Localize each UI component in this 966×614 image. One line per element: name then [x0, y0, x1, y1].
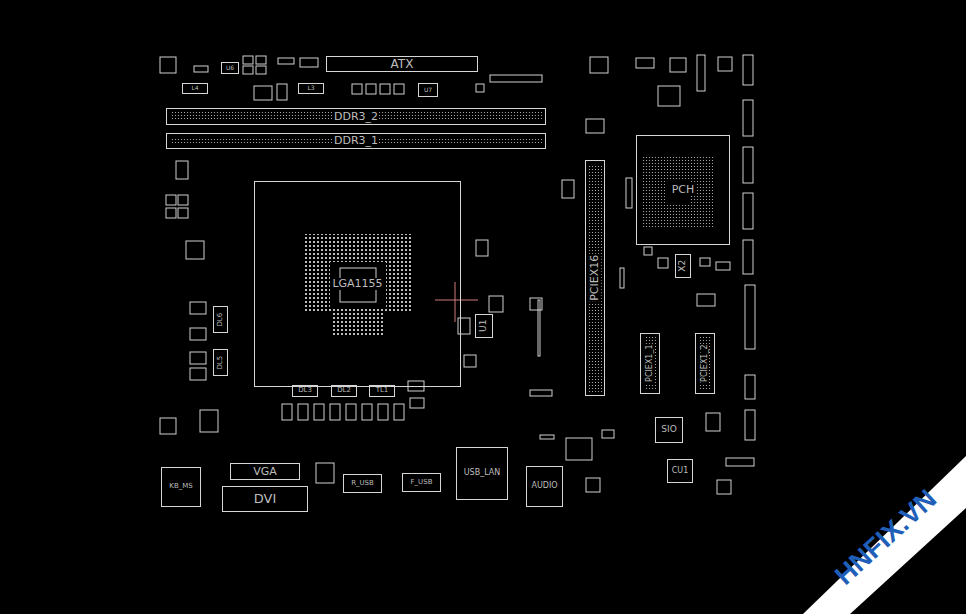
part-label: L3 [306, 85, 315, 91]
component-outline: U6 [221, 62, 239, 74]
component-outline: DL3 [292, 385, 318, 397]
part-label: U1 [479, 319, 488, 333]
part-label: U7 [423, 87, 433, 93]
part-label: DDR3_1 [333, 135, 379, 147]
component-outline: U1 [475, 314, 493, 338]
component-outline: VGA [230, 463, 300, 480]
part-label: USB_LAN [463, 469, 502, 477]
component-outline: L3 [298, 83, 324, 94]
component-outline: SIO [655, 417, 683, 443]
part-label: DL3 [297, 387, 313, 394]
component-outline: ATX [326, 56, 478, 72]
part-label: VGA [252, 466, 278, 478]
part-label: SIO [660, 425, 677, 434]
part-label: TL1 [375, 387, 390, 394]
part-label: KB_MS [168, 483, 193, 490]
component-outline: PCIEX1_2 [695, 333, 715, 394]
part-label: DL5 [217, 355, 224, 371]
part-label: PCIEX1_1 [646, 344, 654, 383]
component-outline: DDR3_1 [166, 133, 546, 149]
component-outline: DL5 [213, 349, 228, 376]
part-label: DVI [253, 492, 278, 506]
component-outline: LGA1155 [254, 181, 461, 387]
part-label: CU1 [671, 467, 690, 475]
part-label: DL2 [336, 387, 352, 394]
component-outline: DL6 [213, 306, 228, 333]
part-label: DL6 [217, 312, 224, 328]
component-outline: X2 [675, 254, 691, 278]
component-outline: DDR3_2 [166, 108, 546, 125]
component-outline: F_USB [402, 473, 441, 492]
part-label: DDR3_2 [333, 111, 379, 123]
part-label: PCH [671, 184, 696, 196]
component-outline: TL1 [369, 385, 395, 397]
part-label: LGA1155 [331, 278, 383, 290]
component-outline: AUDIO [526, 466, 563, 507]
component-outline: PCIEX16 [585, 160, 605, 396]
part-label: R_USB [350, 480, 375, 487]
component-outline: USB_LAN [456, 447, 508, 500]
part-label: U6 [225, 65, 235, 71]
component-outline: KB_MS [161, 467, 201, 507]
component-outline: PCIEX1_1 [640, 333, 660, 394]
component-outline: L4 [182, 83, 208, 94]
part-label: L4 [190, 85, 199, 91]
part-label: F_USB [410, 479, 434, 486]
component-outline: CU1 [667, 459, 693, 483]
component-outline: PCH [636, 135, 730, 245]
component-outline: U7 [418, 83, 438, 97]
component-outline: R_USB [343, 474, 382, 493]
part-label: ATX [390, 58, 415, 71]
part-label: PCIEX16 [589, 254, 601, 302]
part-label: X2 [678, 259, 687, 273]
part-label: AUDIO [530, 482, 558, 490]
component-outline: DVI [222, 486, 308, 512]
component-outline: DL2 [331, 385, 357, 397]
part-label: PCIEX1_2 [701, 344, 709, 383]
